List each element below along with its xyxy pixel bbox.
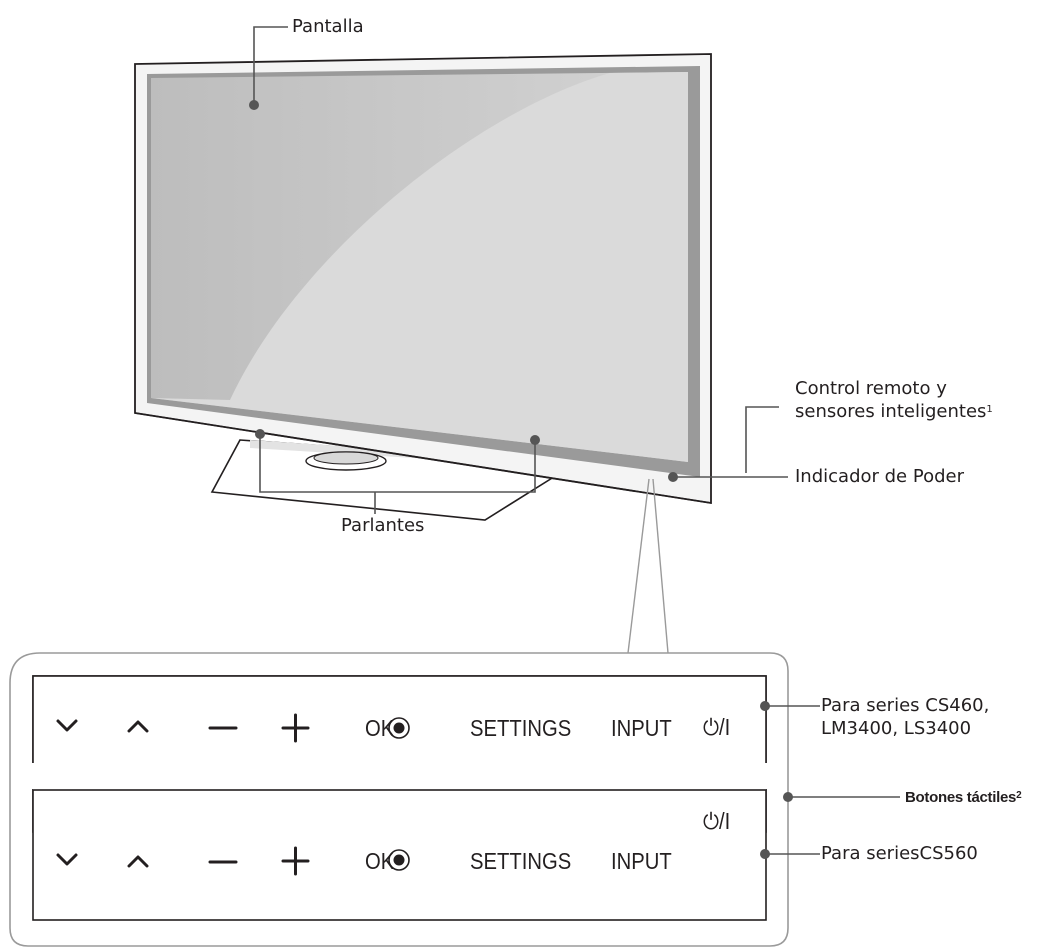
power-icon: ⏻/I	[703, 714, 731, 740]
input-label: INPUT	[611, 848, 672, 874]
label-series-top-line2: LM3400, LS3400	[821, 718, 972, 739]
ok-dot-icon	[388, 849, 410, 871]
settings-label: SETTINGS	[470, 848, 572, 874]
label-botones-tactiles: Botones táctiles2	[905, 789, 1022, 806]
plus-icon	[281, 713, 310, 743]
ok-dot-icon	[388, 717, 410, 739]
chevron-up-icon	[127, 720, 149, 733]
ok-label: OK	[365, 715, 395, 741]
settings-label: SETTINGS	[470, 715, 572, 741]
leader-dots	[249, 100, 678, 482]
label-series-top-line1: Para series CS460,	[821, 695, 990, 716]
label-control-line1: Control remoto y	[795, 378, 947, 399]
label-indicador: Indicador de Poder	[795, 466, 964, 487]
chevron-up-icon	[127, 855, 149, 868]
ok-label: OK	[365, 848, 395, 874]
label-control-line2: sensores inteligentes1	[795, 401, 993, 422]
footnote-2: 2	[1016, 790, 1022, 801]
label-pantalla: Pantalla	[292, 16, 364, 37]
callout-wedge	[627, 478, 669, 654]
tv-frame	[134, 53, 712, 505]
label-series-bottom: Para seriesCS560	[821, 843, 978, 864]
chevron-down-icon	[56, 719, 78, 732]
label-parlantes: Parlantes	[341, 515, 425, 536]
leader-lines	[253, 26, 788, 514]
input-label: INPUT	[611, 715, 672, 741]
power-icon: ⏻/I	[703, 808, 731, 834]
plus-icon	[281, 846, 310, 876]
chevron-down-icon	[56, 853, 78, 866]
footnote-1: 1	[986, 404, 993, 415]
